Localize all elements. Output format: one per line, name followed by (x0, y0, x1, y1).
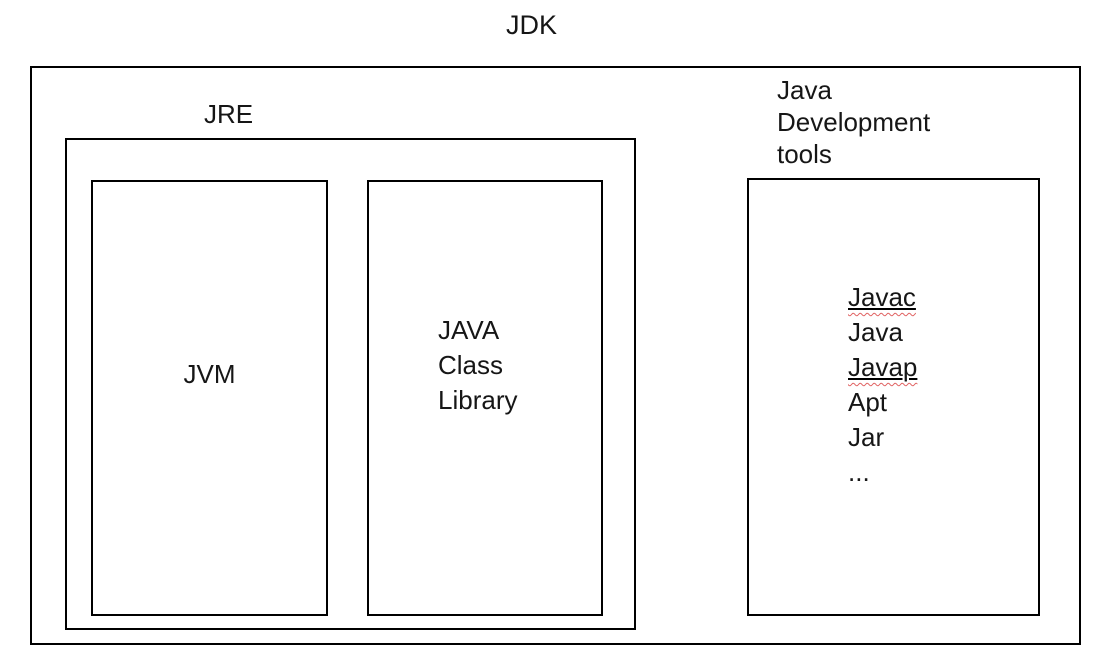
tool-item-apt: Apt (848, 385, 917, 420)
tool-item-label: Java (848, 317, 903, 347)
tool-item-ellipsis: ... (848, 455, 917, 490)
java-class-library-line: JAVA (438, 315, 500, 345)
tool-item-label: Javac (848, 282, 916, 312)
jre-label: JRE (204, 99, 254, 129)
tool-item-java: Java (848, 315, 917, 350)
tool-item-javac: Javac (848, 280, 917, 315)
dev-tools-list: Javac Java Javap Apt Jar ... (848, 280, 917, 490)
dev-tools-label-line: tools (777, 139, 832, 169)
dev-tools-label-line: Java (777, 75, 832, 105)
tool-item-label: Jar (848, 422, 885, 452)
tool-item-javap: Javap (848, 350, 917, 385)
java-class-library-box (367, 180, 603, 616)
java-class-library-line: Library (438, 385, 518, 415)
jdk-title: JDK (506, 10, 558, 40)
dev-tools-box (747, 178, 1040, 616)
java-class-library-line: Class (438, 350, 504, 380)
java-class-library-label: JAVA Class Library (438, 313, 517, 418)
dev-tools-label-line: Development (777, 107, 931, 137)
jvm-box (91, 180, 328, 616)
tool-item-label: Apt (848, 387, 888, 417)
jvm-label: JVM (183, 359, 236, 389)
dev-tools-label: Java Development tools (777, 74, 930, 170)
tool-item-label: ... (848, 457, 870, 487)
tool-item-label: Javap (848, 352, 918, 382)
tool-item-jar: Jar (848, 420, 917, 455)
